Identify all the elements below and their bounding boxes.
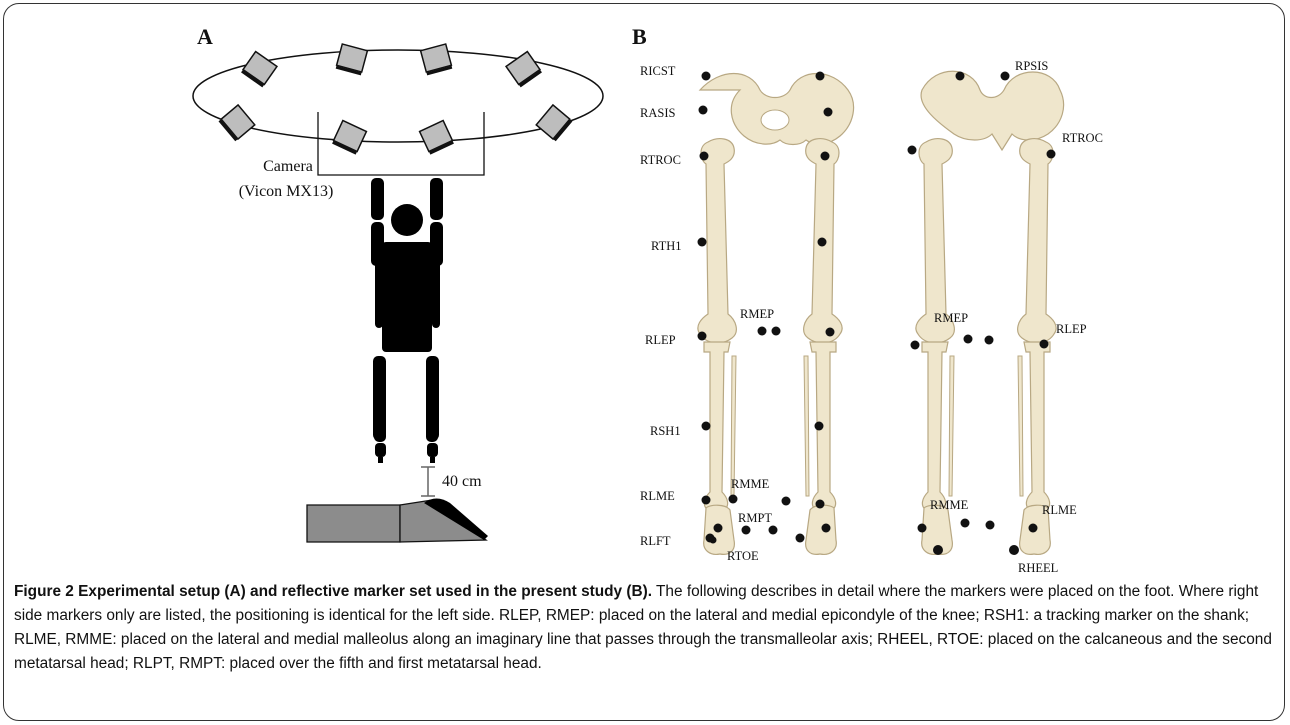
marker-label-rlep-back: RLEP [1056, 322, 1087, 336]
person-silhouette [371, 178, 443, 463]
marker-label-rlme-back: RLME [1042, 503, 1077, 517]
marker-label-rmpt: RMPT [738, 511, 772, 525]
marker-label-rmme: RMME [731, 477, 770, 491]
marker-label-ricst: RICST [640, 64, 676, 78]
marker-label-rmep-back: RMEP [934, 311, 968, 325]
figure-graphic: A Camera (Vicon MX13) 4 [0, 0, 1290, 575]
figure-caption: Figure 2 Experimental setup (A) and refl… [14, 580, 1276, 676]
camera-label: Camera [263, 158, 313, 175]
panel-a-letter: A [197, 24, 213, 49]
distance-label: 40 cm [442, 473, 482, 490]
marker-label-rmep: RMEP [740, 307, 774, 321]
camera-model-label: (Vicon MX13) [239, 183, 334, 200]
marker-label-rlep: RLEP [645, 333, 676, 347]
caption-title: Figure 2 Experimental setup (A) and refl… [14, 583, 652, 600]
marker-label-rtroc-back: RTROC [1062, 131, 1103, 145]
marker-label-rtoe: RTOE [727, 549, 759, 563]
marker-label-rlme: RLME [640, 489, 675, 503]
skeleton-anterior-view [698, 74, 854, 555]
marker-label-rmme-back: RMME [930, 498, 969, 512]
panel-b-letter: B [632, 24, 647, 49]
marker-label-rtroc: RTROC [640, 153, 681, 167]
marker-label-rpsis: RPSIS [1015, 59, 1048, 73]
marker-label-rsh1: RSH1 [650, 424, 681, 438]
inclined-block [307, 499, 488, 543]
marker-label-rlft: RLFT [640, 534, 671, 548]
marker-label-rasis: RASIS [640, 106, 675, 120]
marker-label-rth1: RTH1 [651, 239, 682, 253]
marker-label-rheel: RHEEL [1018, 561, 1058, 575]
camera-icon [220, 44, 572, 153]
distance-indicator [421, 467, 435, 496]
